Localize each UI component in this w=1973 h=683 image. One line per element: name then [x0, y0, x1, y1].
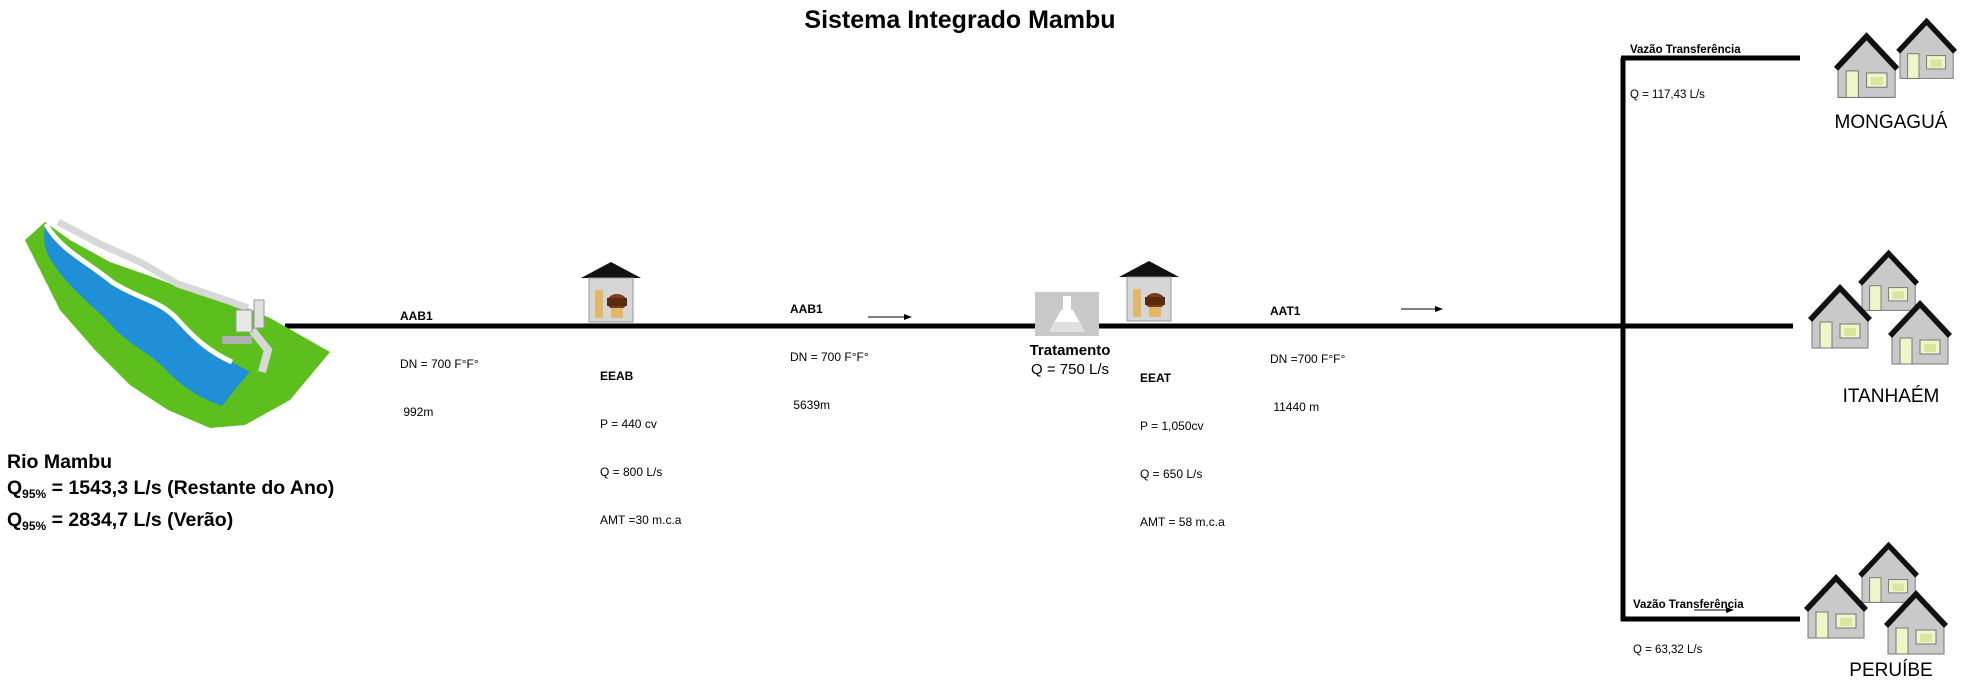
pipe-dn: DN =700 F°F°	[1270, 352, 1346, 366]
source-flow-rest-of-year: Q95% = 1543,3 L/s (Restante do Ano)	[7, 477, 335, 501]
transfer-title: Vazão Transferência	[1630, 44, 1741, 56]
house-cluster-icon	[1807, 249, 1953, 365]
station-flow: Q = 650 L/s	[1140, 467, 1203, 481]
pipe-name: AAB1	[400, 309, 433, 323]
pipe-length: 5639m	[790, 398, 831, 412]
station-flow: Q = 800 L/s	[600, 465, 663, 479]
treatment-flask-icon	[1035, 292, 1099, 336]
station-label-eeab: EEAB P = 440 cv Q = 800 L/s AMT =30 m.c.…	[600, 336, 681, 544]
station-power: P = 1,050cv	[1140, 419, 1204, 433]
transfer-title: Vazão Transferência	[1633, 599, 1744, 611]
city-label-itanhaem: ITANHAÉM	[1842, 386, 1940, 407]
city-label-mongagua: MONGAGUÁ	[1834, 112, 1948, 133]
house-cluster-icon	[1803, 541, 1949, 655]
flow-arrow-icon	[1401, 306, 1443, 312]
flow-arrow-icon	[1694, 607, 1734, 613]
station-power: P = 440 cv	[600, 417, 657, 431]
station-label-eeat: EEAT P = 1,050cv Q = 650 L/s AMT = 58 m.…	[1140, 338, 1225, 546]
transfer-label-peruibe: Vazão Transferência Q = 63,32 L/s	[1633, 568, 1744, 673]
source-name: Rio Mambu	[7, 451, 113, 473]
station-amt: AMT = 58 m.c.a	[1140, 515, 1225, 529]
flow-arrow-icon	[868, 314, 912, 320]
diagram-title: Sistema Integrado Mambu	[804, 6, 1116, 34]
pipe-label-aab1-a: AAB1 DN = 700 F°F° 992m	[400, 276, 479, 436]
treatment-name: Tratamento	[1029, 342, 1111, 359]
river-intake-icon	[25, 218, 330, 428]
pipe-dn: DN = 700 F°F°	[400, 357, 479, 371]
station-amt: AMT =30 m.c.a	[600, 513, 682, 527]
pump-station-icon	[1118, 260, 1180, 322]
treatment-flow: Q = 750 L/s	[1031, 361, 1109, 378]
pipe-name: AAT1	[1270, 304, 1301, 318]
pipe-length: 992m	[400, 405, 434, 419]
pipe-dn: DN = 700 F°F°	[790, 350, 869, 364]
city-label-peruibe: PERUÍBE	[1849, 660, 1933, 681]
transfer-flow: Q = 63,32 L/s	[1633, 644, 1703, 656]
pipe-label-aat1: AAT1 DN =700 F°F° 11440 m	[1270, 271, 1345, 431]
source-flow-summer: Q95% = 2834,7 L/s (Verão)	[7, 509, 234, 533]
transfer-flow: Q = 117,43 L/s	[1630, 89, 1705, 101]
source-info: Rio Mambu Q95% = 1543,3 L/s (Restante do…	[7, 449, 334, 539]
station-name: EEAT	[1140, 371, 1172, 385]
transfer-label-mongagua: Vazão Transferência Q = 117,43 L/s	[1630, 13, 1741, 118]
pipe-name: AAB1	[790, 302, 823, 316]
treatment-label: Tratamento Q = 750 L/s	[1020, 341, 1120, 379]
pipe-length: 11440 m	[1270, 400, 1320, 414]
pipe-label-aab1-b: AAB1 DN = 700 F°F° 5639m	[790, 269, 869, 429]
station-name: EEAB	[600, 369, 634, 383]
pump-station-icon	[580, 261, 642, 323]
